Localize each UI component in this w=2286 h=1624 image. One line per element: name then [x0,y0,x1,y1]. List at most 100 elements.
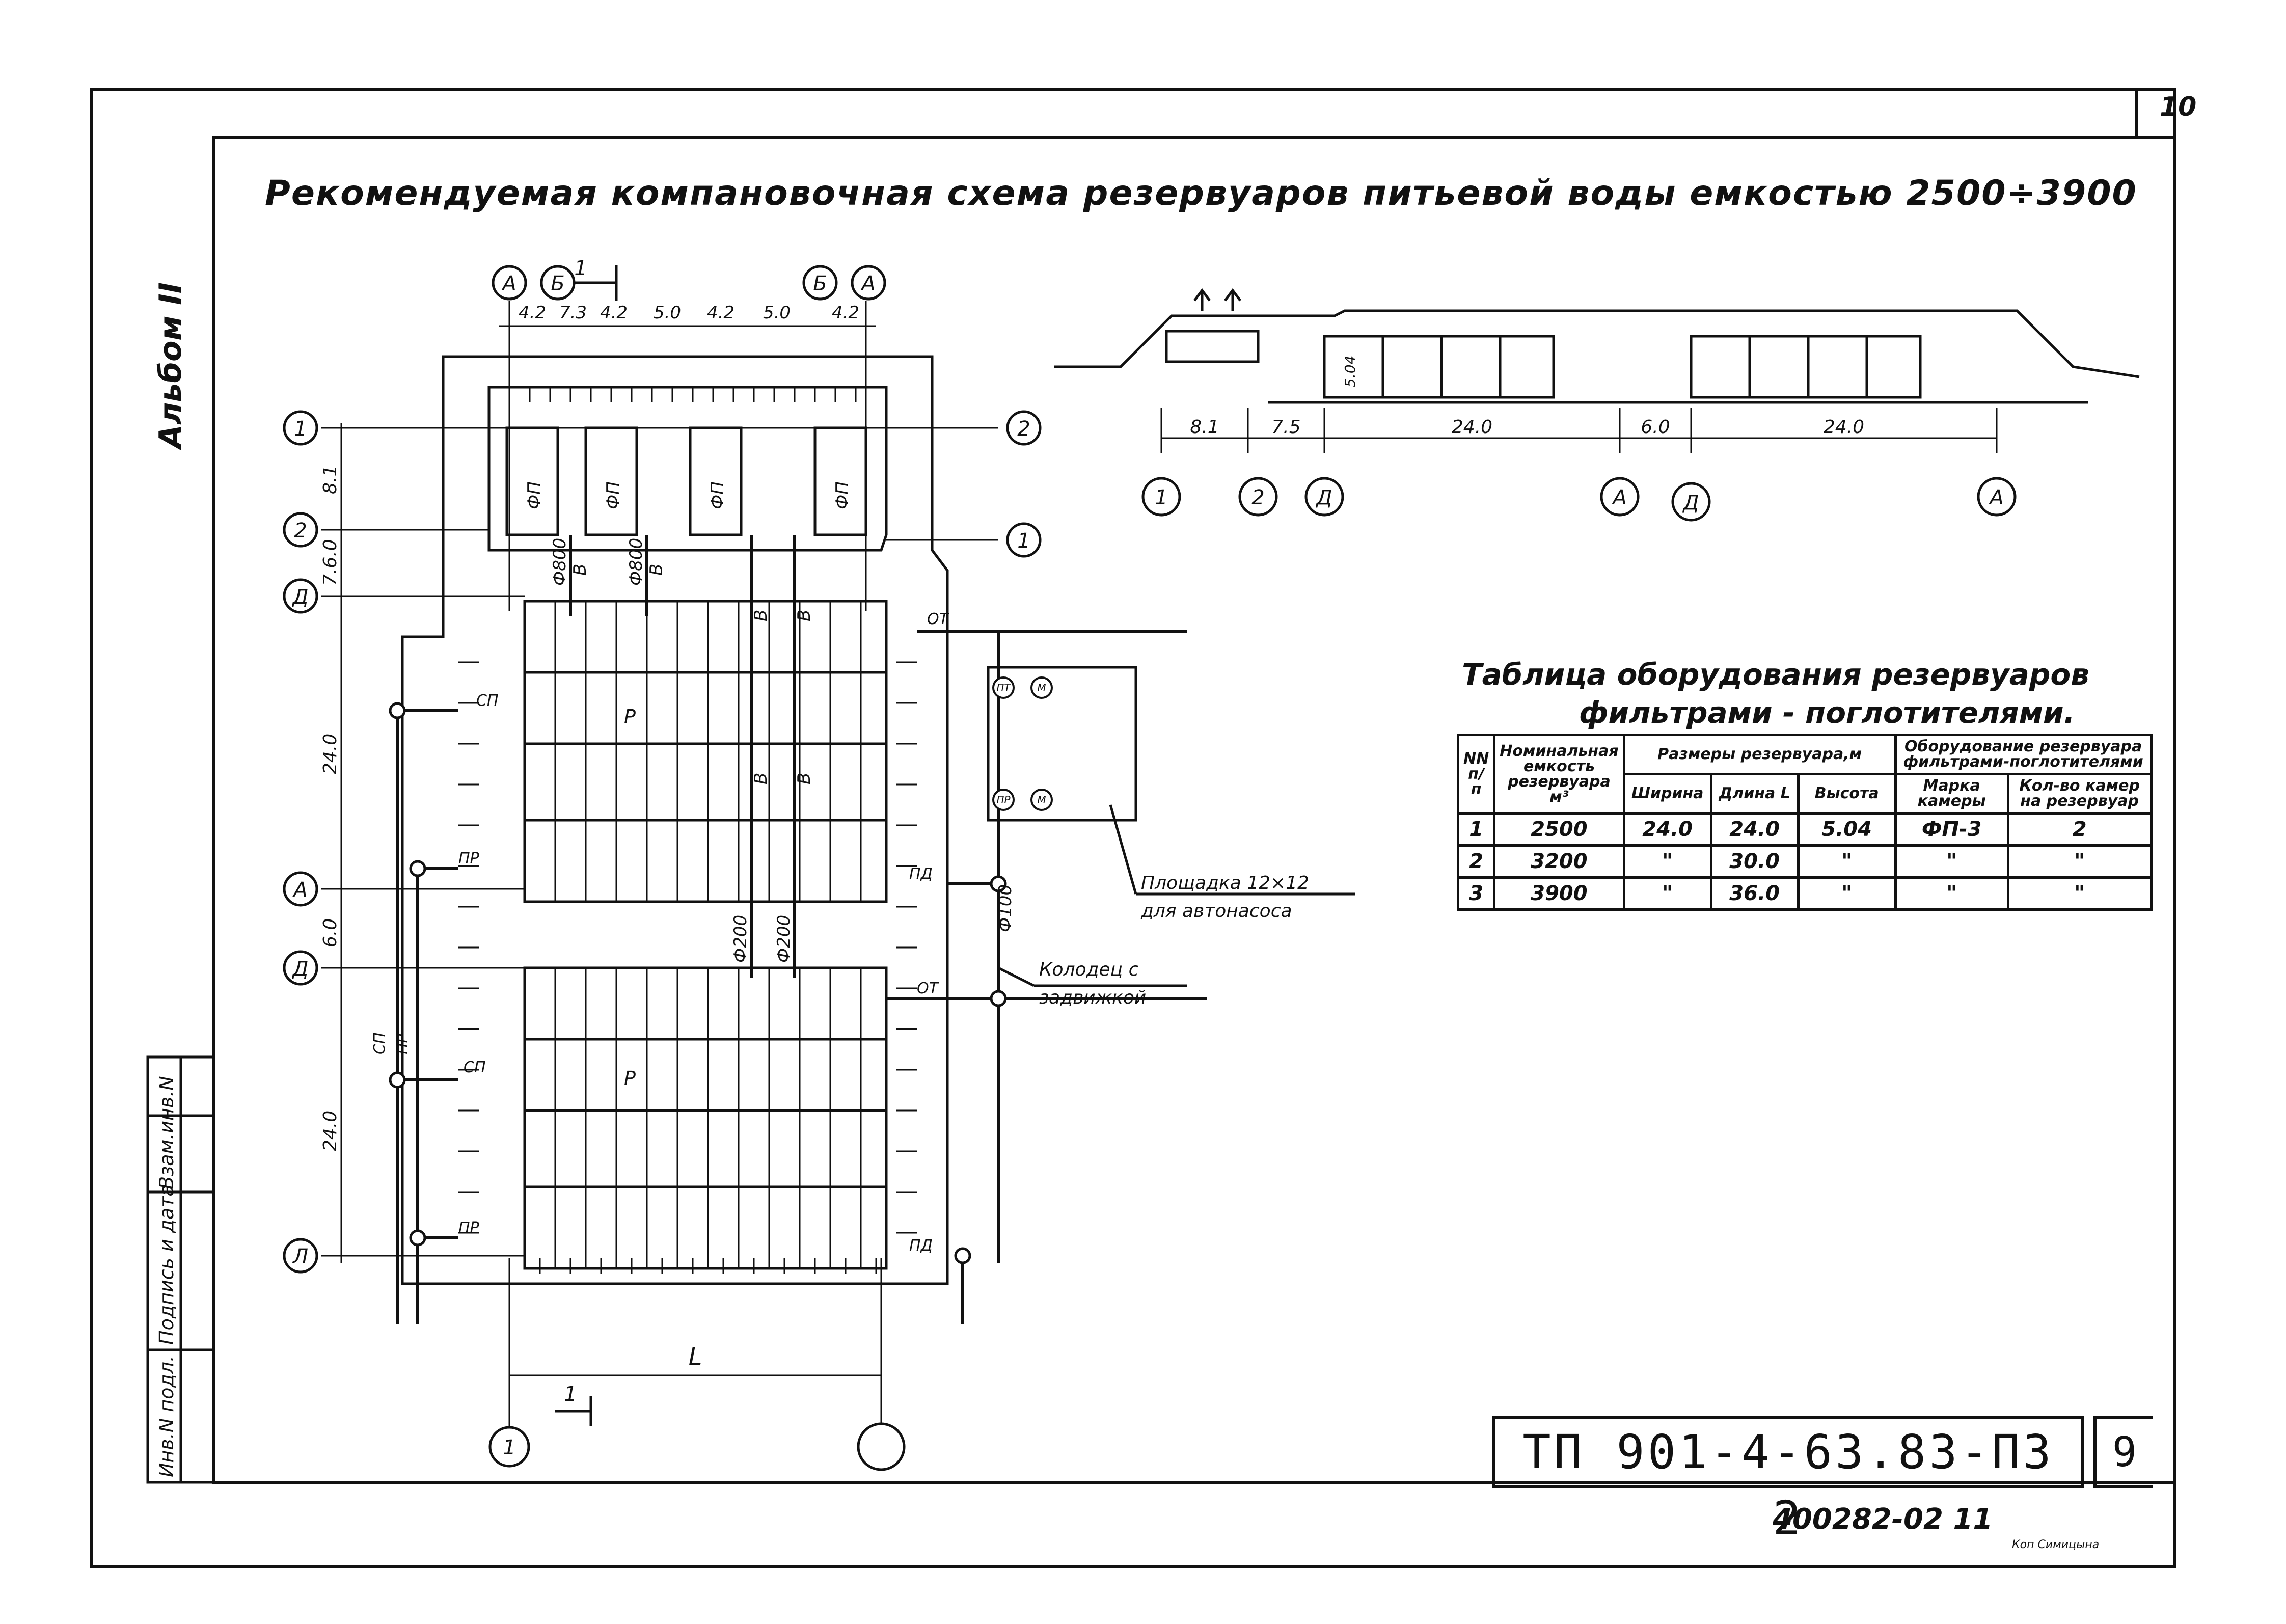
section-axis-1: 1 [1155,486,1167,509]
th-brand: Марка камеры [1894,773,2009,815]
th-num: NN п/п [1456,734,1496,815]
filter-chamber-4 [813,426,867,536]
filter-label-3: ФП [707,481,728,509]
pump-label-3: ПР [996,794,1011,806]
filter-chamber-1 [505,426,559,536]
bottom-dim-L: L [689,1343,702,1371]
filter-label-4: ФП [832,481,853,509]
line-label-8: ПД [909,1237,933,1255]
axis-bubble-top-B2 [802,265,838,301]
reservoir-2 [523,966,888,1270]
line-label-3: СП [464,1059,486,1076]
reservoir-label-1: Р [624,706,636,728]
note-platform-2: для автонасоса [1140,901,1292,922]
axis-bubble-bottom-2 [857,1422,906,1471]
pipe-label-1: Ф800 [550,538,570,586]
left-axis-3: Д [291,585,308,609]
left-dim-3: 24.0 [320,734,341,774]
pump-label-1: ПТ [996,682,1011,694]
axis-bubble-bottom-1 [488,1426,530,1468]
inner-frame [212,136,2176,1484]
section-dim-3: 24.0 [1452,417,1492,438]
th-width: Ширина [1622,773,1712,815]
top-dim-6: 5.0 [763,303,791,323]
th-length: Длина L [1709,773,1800,815]
sheet-number: 9 [2093,1416,2153,1488]
copy-note: Коп Симицына [2012,1538,2100,1551]
filter-chamber-3 [689,426,743,536]
axis-bubble-top-A [492,265,527,301]
left-dim-2: 7.6.0 [320,539,341,586]
section-axis-5: Д [1682,491,1699,515]
axis-bubble-left-D2 [283,950,318,986]
reservoir-1 [523,600,888,903]
section-dim-4: 6.0 [1641,417,1670,438]
th-capacity: Номинальная емкость резервуара м³ [1493,734,1625,815]
line-label-2: ПР [458,850,480,868]
equipment-table: NN п/п Номинальная емкость резервуара м³… [1456,734,2153,911]
note-platform-1: Площадка 12×12 [1141,873,1309,894]
axis-bubble-left-1 [283,410,318,446]
right-axis-1: 2 [1017,417,1030,441]
pump-label-4: М [1037,794,1046,806]
axis-bubble-left-L [283,1238,318,1274]
side-col-2: Подпись и дата [155,1184,178,1345]
top-dim-3: 4.2 [600,303,628,323]
line-label-10: ПР [394,1033,412,1054]
section-axis-4: А [1611,486,1626,509]
section-mark-bottom: 1 [564,1383,577,1406]
table-title-1: Таблица оборудования резервуаров [1462,657,2089,692]
plan-boundary [401,355,949,1285]
section-height: 5.04 [1342,356,1358,387]
section-view [1054,288,2140,453]
pipe-label-3: Ф200 [730,915,751,963]
page-number: 10 [2160,92,2197,122]
top-dim-2: 7.3 [559,303,587,323]
th-equip: Оборудование резервуара фильтрами-поглот… [1894,734,2153,775]
axis-bubble-right-1 [1006,522,1042,558]
plan-view [321,265,1355,1426]
pipe-label-2: Ф800 [626,538,646,586]
th-count: Кол-во камер на резервуар [2006,773,2153,815]
left-dim-4: 6.0 [320,918,341,948]
top-dim-4: 5.0 [654,303,681,323]
axis-bubble-top-B [540,265,576,301]
axis-bubble-left-D [283,578,318,614]
line-label-4: ПР [458,1219,480,1237]
left-axis-5: Д [291,957,308,981]
top-dim-7: 4.2 [832,303,859,323]
left-dim-5: 24.0 [320,1111,341,1151]
left-axis-2: 2 [294,519,307,543]
filter-label-2: ФП [603,481,623,509]
pipe-mark-5: В [751,773,771,784]
axis-bubble-left-A [283,871,318,907]
filter-chamber-2 [584,426,638,536]
pipe-mark-6: В [794,773,814,784]
line-label-1: СП [476,692,499,710]
side-stamp [146,1055,215,1484]
top-dim-5: 4.2 [707,303,734,323]
line-label-9: СП [371,1032,389,1054]
stamp-code: ТП 901-4-63.83-П3 2 [1492,1416,2084,1546]
pipe-mark-4: В [794,610,814,621]
top-axis-3: Б [813,272,827,295]
section-dim-2: 7.5 [1271,417,1300,438]
note-well-2: задвижкой [1039,987,1146,1008]
pipe-mark-2: В [646,564,667,576]
section-axis-2: 2 [1251,486,1264,509]
pump-label-2: М [1037,682,1046,694]
pipe-mark-3: В [751,610,771,621]
section-axis-6: А [1988,486,2003,509]
section-mark-top: 1 [574,257,587,280]
section-dim-5: 24.0 [1824,417,1864,438]
right-axis-2: 1 [1017,529,1030,553]
album-label: Альбом II [153,282,188,448]
left-axis-1: 1 [294,417,307,441]
table-title-2: фильтрами - поглотителями. [1579,695,2075,730]
top-axis-1: А [501,272,516,295]
reservoir-label-2: Р [624,1067,636,1090]
left-axis-4: А [292,878,307,902]
